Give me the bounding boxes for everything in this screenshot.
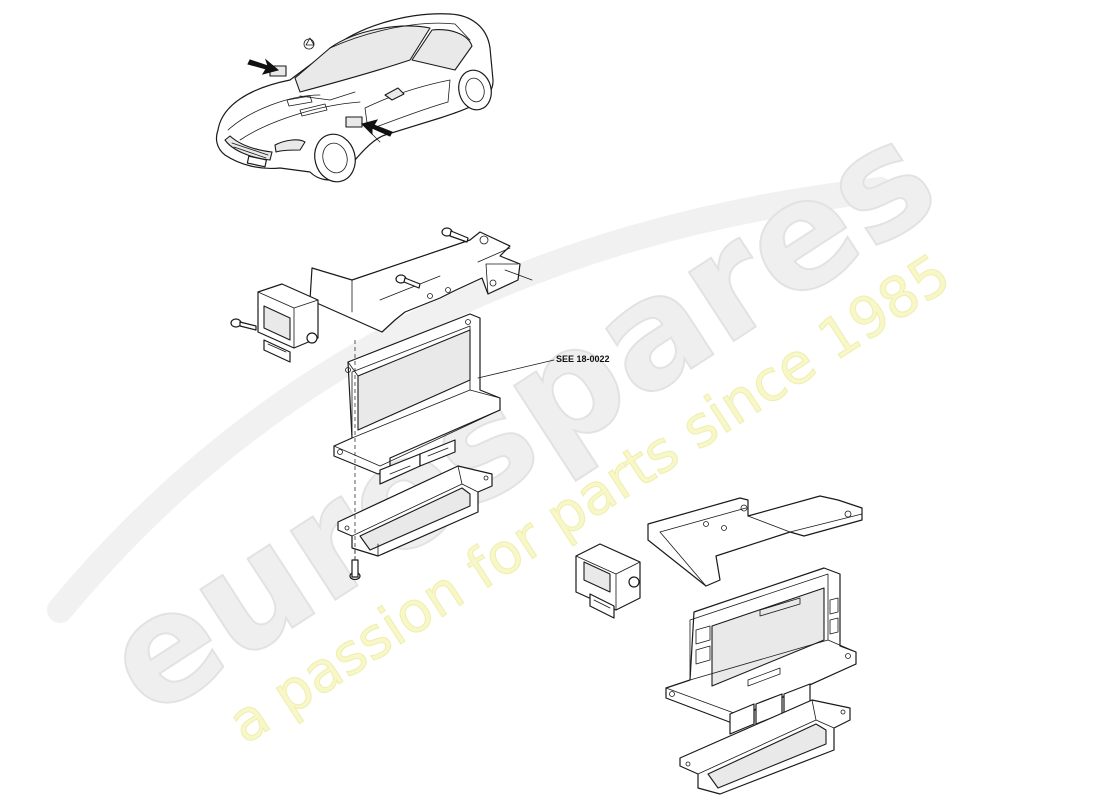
upper-bolts <box>395 227 469 289</box>
bolt-top <box>441 227 469 243</box>
ecu-cradle-right <box>679 699 851 795</box>
small-control-module-left <box>257 283 319 363</box>
main-ecu-left <box>333 313 501 485</box>
bolt-mid <box>395 274 421 289</box>
location-marker-door <box>345 116 363 128</box>
right-mounting-bracket <box>647 495 863 587</box>
vehicle-location-view <box>215 13 494 183</box>
ecu-cradle-left <box>337 465 493 557</box>
small-control-module-right <box>575 543 641 619</box>
see-reference-callout: SEE 18-0022 <box>477 354 610 379</box>
main-ecu-right <box>665 567 857 735</box>
see-reference-label: SEE 18-0022 <box>556 354 610 364</box>
module-bolt-left <box>230 318 257 331</box>
location-arrow-hood <box>247 58 280 75</box>
watermark-swoosh <box>47 177 893 623</box>
cradle-screw <box>349 545 361 581</box>
location-arrow-door <box>361 119 393 137</box>
